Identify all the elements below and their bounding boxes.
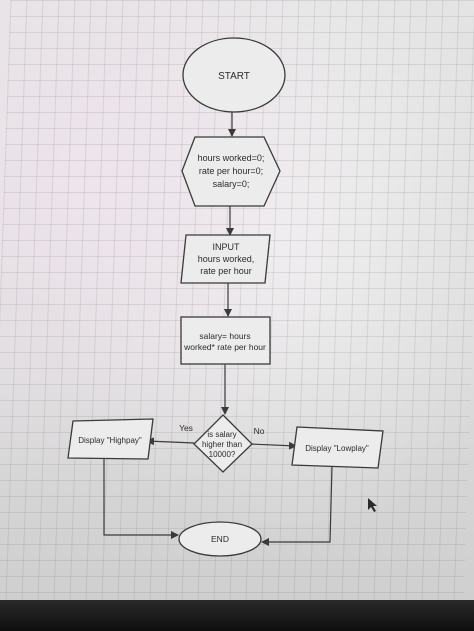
arrow-low-to-end (261, 465, 333, 546)
start-label: START (218, 71, 250, 82)
input-line-2: hours worked, (198, 254, 255, 264)
decision-line-1: is salary (207, 430, 236, 439)
init-line-3: salary=0; (213, 179, 250, 189)
no-label: No (254, 426, 265, 436)
process-line-1: salary= hours (199, 331, 250, 341)
mouse-cursor-icon (368, 498, 377, 512)
input-line-1: INPUT (213, 242, 241, 252)
yes-label: Yes (179, 423, 193, 433)
end-node: END (178, 521, 262, 557)
arrow-decision-no (249, 441, 297, 450)
connectors (103, 112, 333, 546)
init-line-1: hours worked=0; (198, 153, 265, 163)
monitor-bezel (0, 600, 474, 631)
decision-line-3: 10000? (209, 450, 236, 459)
highpay-label: Display "Highpay" (78, 436, 142, 445)
init-line-2: rate per hour=0; (199, 166, 263, 176)
flowchart-diagram: START hours worked=0; rate per hour=0; s… (67, 37, 384, 557)
process-node: salary= hours worked* rate per hour (180, 316, 271, 365)
lowplay-label: Display "Lowplay" (305, 444, 369, 453)
input-node: INPUT hours worked, rate per hour (180, 234, 271, 284)
process-line-2: worked* rate per hour (183, 342, 266, 352)
start-node: START (182, 37, 286, 113)
lowplay-output-node: Display "Lowplay" (291, 426, 384, 469)
arrow-high-to-end (103, 459, 179, 539)
input-line-3: rate per hour (200, 266, 252, 276)
decision-node: is salary higher than 10000? (193, 414, 253, 473)
arrow-decision-yes (146, 437, 195, 446)
end-label: END (211, 534, 229, 544)
decision-line-2: higher than (202, 440, 242, 449)
highpay-output-node: Display "Highpay" (67, 418, 154, 460)
init-node: hours worked=0; rate per hour=0; salary=… (181, 136, 281, 207)
